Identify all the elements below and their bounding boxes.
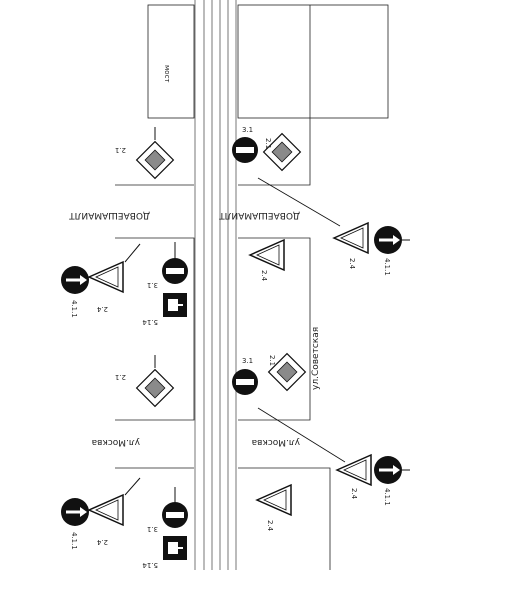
- sign-label: 4.1.1: [70, 300, 78, 318]
- street-label-mid-left: ул.Москва: [92, 437, 140, 447]
- sign-give-way: [249, 239, 285, 271]
- sign-no-entry: [232, 369, 258, 395]
- block-outlines: [115, 118, 331, 570]
- sign-no-entry: [162, 487, 188, 528]
- sign-give-way: [88, 243, 141, 293]
- sign-label: 2.1: [268, 355, 276, 366]
- sign-label: 2.4: [260, 270, 268, 282]
- bridge-area: [147, 4, 389, 119]
- sign-main-road: [136, 127, 174, 179]
- street-label-top-right: ДОВАЕШАМАИЛТ: [219, 210, 300, 220]
- street-label-top-left: ДОВАЕШАМАИЛТ: [69, 210, 150, 220]
- sign-label: 2.4: [96, 305, 108, 313]
- sign-main-road: [136, 355, 174, 407]
- sign-label: 5.14: [142, 318, 158, 326]
- sign-straight: [59, 264, 91, 296]
- sign-label: 3.1: [147, 281, 158, 289]
- sign-label: 2.4: [350, 488, 358, 500]
- leader-line: [257, 407, 346, 463]
- sign-straight: [372, 454, 410, 486]
- sign-label: 2.4: [96, 538, 108, 546]
- sign-label: 4.1.1: [70, 532, 78, 550]
- street-label-sovetskaya: ул.Советская: [311, 327, 321, 390]
- sign-label: 2.1: [264, 138, 272, 149]
- bridge-label: мост: [163, 65, 171, 83]
- sign-give-way: [333, 222, 369, 254]
- sign-lane-direction: [162, 292, 188, 318]
- sign-give-way: [256, 484, 292, 516]
- sign-label: 3.1: [242, 357, 253, 365]
- sign-no-entry: [232, 137, 258, 163]
- sign-give-way: [336, 454, 372, 486]
- leader-line: [257, 177, 341, 227]
- sign-label: 2.1: [115, 373, 126, 381]
- sign-label: 5.14: [142, 561, 158, 569]
- street-label-mid-right: ул.Москва: [252, 437, 300, 447]
- sign-give-way: [88, 477, 141, 526]
- road-lines: [194, 0, 237, 570]
- sign-label: 2.4: [348, 258, 356, 270]
- sign-lane-direction: [162, 535, 188, 561]
- sign-label: 2.4: [266, 520, 274, 532]
- sign-no-entry: [162, 242, 188, 284]
- sign-straight: [59, 496, 91, 528]
- sign-straight: [372, 224, 410, 256]
- sign-label: 4.1.1: [383, 258, 391, 276]
- sign-label: 2.1: [115, 146, 126, 154]
- sign-label: 4.1.1: [383, 488, 391, 506]
- sign-label: 3.1: [242, 126, 253, 134]
- sign-label: 3.1: [147, 525, 158, 533]
